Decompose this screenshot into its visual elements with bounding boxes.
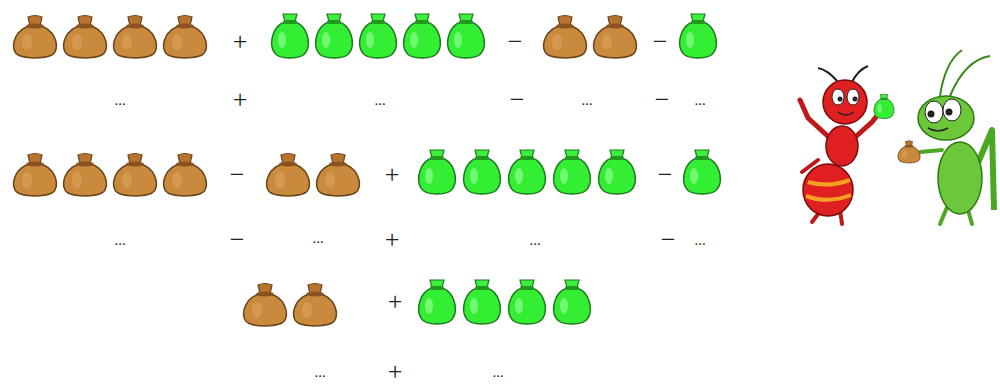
held-green-bag: [874, 95, 894, 119]
brown-bag: [544, 16, 587, 59]
green-bag: [554, 280, 591, 324]
grasshopper-mouth: [928, 128, 948, 131]
math-symbol: −: [230, 162, 245, 188]
math-symbol: ...: [694, 233, 705, 248]
brown-bag: [164, 16, 207, 59]
ant-pupil: [838, 97, 843, 102]
brown-bag: [594, 16, 637, 59]
grasshopper-arm: [920, 150, 942, 152]
ant-eye: [847, 89, 859, 105]
grasshopper-body: [938, 142, 982, 214]
green-bag: [684, 150, 721, 194]
grasshopper-pupil: [946, 109, 953, 116]
grasshopper-antenna: [940, 50, 962, 96]
brown-bag: [14, 16, 57, 59]
brown-bag: [64, 16, 107, 59]
ant-antenna: [818, 68, 838, 82]
math-symbol: ...: [374, 93, 385, 108]
grasshopper-figure: [918, 50, 994, 224]
grasshopper-head: [918, 96, 974, 140]
math-symbol: ...: [581, 93, 592, 108]
grasshopper-antenna: [950, 56, 990, 96]
math-symbol: ...: [114, 233, 125, 248]
green-bag: [316, 14, 353, 58]
green-bag: [554, 150, 591, 194]
math-symbol: −: [655, 87, 670, 113]
math-symbol: +: [233, 29, 248, 55]
ant-eye: [832, 89, 844, 105]
brown-bag: [164, 154, 207, 197]
ant-figure: [800, 66, 880, 224]
math-symbol: −: [508, 29, 523, 55]
math-symbol: +: [388, 359, 403, 385]
green-bag: [464, 150, 501, 194]
ant-antenna: [852, 66, 868, 82]
math-symbol: +: [385, 227, 400, 253]
math-symbol: +: [385, 162, 400, 188]
ant-head: [823, 80, 867, 124]
brown-bag: [114, 154, 157, 197]
math-symbol: −: [510, 87, 525, 113]
green-bag: [360, 14, 397, 58]
grasshopper-pupil: [928, 111, 935, 118]
math-symbol: ...: [314, 365, 325, 380]
held-brown-bag: [898, 141, 920, 163]
green-bag: [680, 14, 717, 58]
brown-bag: [294, 284, 337, 327]
green-bag: [509, 280, 546, 324]
math-symbol: −: [230, 227, 245, 253]
brown-bag: [267, 154, 310, 197]
green-bag: [448, 14, 485, 58]
math-symbol: ...: [492, 365, 503, 380]
green-bag: [509, 150, 546, 194]
grasshopper-eye: [943, 99, 961, 121]
math-symbol: ...: [529, 233, 540, 248]
brown-bag: [14, 154, 57, 197]
math-symbol: −: [653, 29, 668, 55]
brown-bag: [244, 284, 287, 327]
math-symbol: +: [388, 289, 403, 315]
math-symbol: ...: [312, 231, 323, 246]
brown-bag: [317, 154, 360, 197]
brown-bag: [114, 16, 157, 59]
ant-mouth: [838, 112, 854, 115]
ant-abdomen: [803, 164, 853, 216]
brown-bag: [64, 154, 107, 197]
green-bag: [419, 280, 456, 324]
green-bag: [464, 280, 501, 324]
math-symbol: +: [233, 87, 248, 113]
ant-pupil: [853, 97, 858, 102]
math-symbol: ...: [114, 93, 125, 108]
math-symbol: ...: [694, 93, 705, 108]
green-bag: [419, 150, 456, 194]
ant-stripes: [806, 180, 851, 200]
math-symbol: −: [661, 227, 676, 253]
green-bag: [272, 14, 309, 58]
green-bag: [599, 150, 636, 194]
grasshopper-eye: [925, 101, 943, 123]
ant-thorax: [826, 126, 858, 166]
math-symbol: −: [658, 162, 673, 188]
green-bag: [404, 14, 441, 58]
